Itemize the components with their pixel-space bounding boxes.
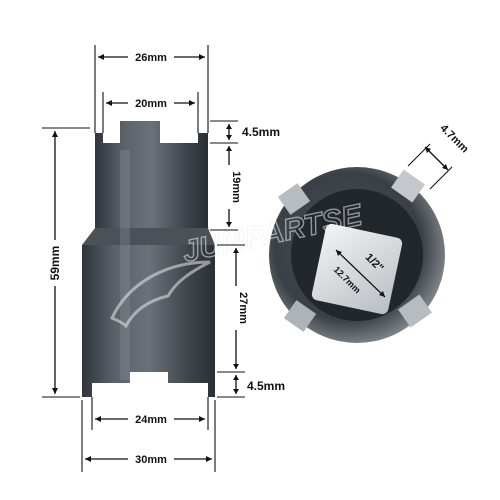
bottom-inner-width-label: 24mm — [135, 414, 167, 426]
socket-highlight — [120, 150, 130, 380]
dimension-bottom-slot-depth: 4.5mm — [217, 375, 285, 398]
socket-slot-2 — [277, 183, 311, 215]
dimension-overall-height: 59mm — [42, 127, 90, 398]
socket-lower-section — [82, 245, 215, 397]
socket-slot-1 — [391, 169, 425, 203]
lower-height-label: 27mm — [237, 292, 249, 324]
top-slot-depth-label: 4.5mm — [242, 125, 280, 139]
eagle-logo-icon — [110, 260, 211, 329]
dimension-top-inner: 20mm — [102, 92, 199, 133]
socket-shoulder — [82, 228, 215, 245]
dimension-top-slot-depth: 4.5mm — [210, 120, 280, 144]
dimension-upper-height: 19mm — [210, 146, 242, 231]
socket-upper-section — [95, 121, 208, 230]
socket-slot-4 — [398, 294, 432, 328]
slot-width-label: 4.7mm — [438, 122, 471, 155]
dimension-top-outer: 26mm — [94, 45, 209, 133]
bottom-outer-width-label: 30mm — [135, 454, 167, 466]
top-outer-width-label: 26mm — [135, 52, 167, 64]
top-inner-width-label: 20mm — [135, 98, 167, 110]
socket-slot-3 — [283, 300, 317, 332]
socket-side-view — [82, 121, 215, 397]
dimension-bottom-outer: 30mm — [81, 400, 216, 472]
overall-height-label: 59mm — [48, 246, 62, 281]
dimension-slot-width: 4.7mm — [407, 122, 471, 190]
socket-end-view — [269, 167, 445, 343]
bottom-slot-depth-label: 4.5mm — [247, 379, 285, 393]
upper-height-label: 19mm — [230, 171, 242, 203]
dimension-bottom-inner: 24mm — [91, 397, 209, 430]
dimension-lower-height: 27mm — [217, 244, 249, 373]
